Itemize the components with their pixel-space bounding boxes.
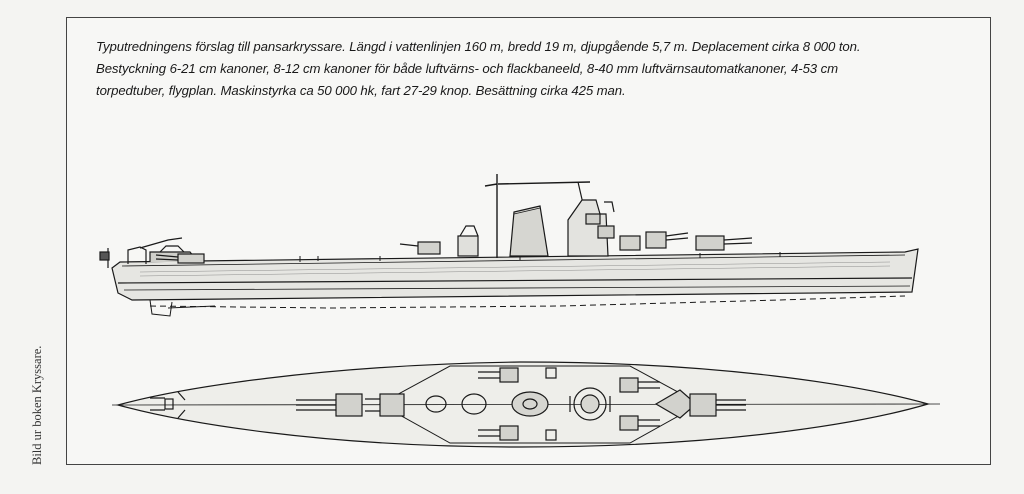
- propeller-shaft: [167, 305, 216, 309]
- deck-line: [121, 254, 906, 267]
- aft-turret-icon: [155, 253, 205, 264]
- aft-turret-2-plan: [365, 393, 405, 417]
- funnel-plan: [511, 391, 549, 417]
- waterline: [117, 277, 913, 284]
- rudder: [149, 299, 173, 317]
- secondary-turrets-plan: [478, 367, 660, 441]
- caption-line-2: Bestyckning 6-21 cm kanoner, 8-12 cm kan…: [96, 61, 838, 76]
- bridge-superstructure: [567, 199, 615, 257]
- caption-line-1: Typutredningens förslag till pansarkryss…: [96, 39, 861, 54]
- aft-mast: [484, 174, 498, 258]
- ensign-icon: [99, 248, 110, 268]
- hull-hatching: [139, 261, 891, 277]
- aft-secondary-guns: [399, 225, 479, 257]
- forward-secondary-guns: [619, 231, 689, 251]
- underwater-profile: [149, 295, 906, 309]
- plan-view: [111, 361, 941, 448]
- boot-topping: [123, 285, 911, 291]
- forward-turret-plan: [654, 389, 746, 419]
- bridge-plan: [569, 387, 611, 421]
- stern-fittings: [150, 391, 186, 419]
- figure-caption: Typutredningens förslag till pansarkryss…: [96, 36, 976, 102]
- forward-turret-icon: [695, 235, 753, 251]
- aft-turret-plan: [296, 393, 363, 417]
- side-profile-view: [99, 174, 919, 317]
- aa-mounts-plan: [425, 367, 557, 441]
- caption-line-3: torpedtuber, flygplan. Maskinstyrka ca 5…: [96, 83, 626, 98]
- deck-fittings: [299, 252, 781, 262]
- funnel-icon: [509, 205, 549, 257]
